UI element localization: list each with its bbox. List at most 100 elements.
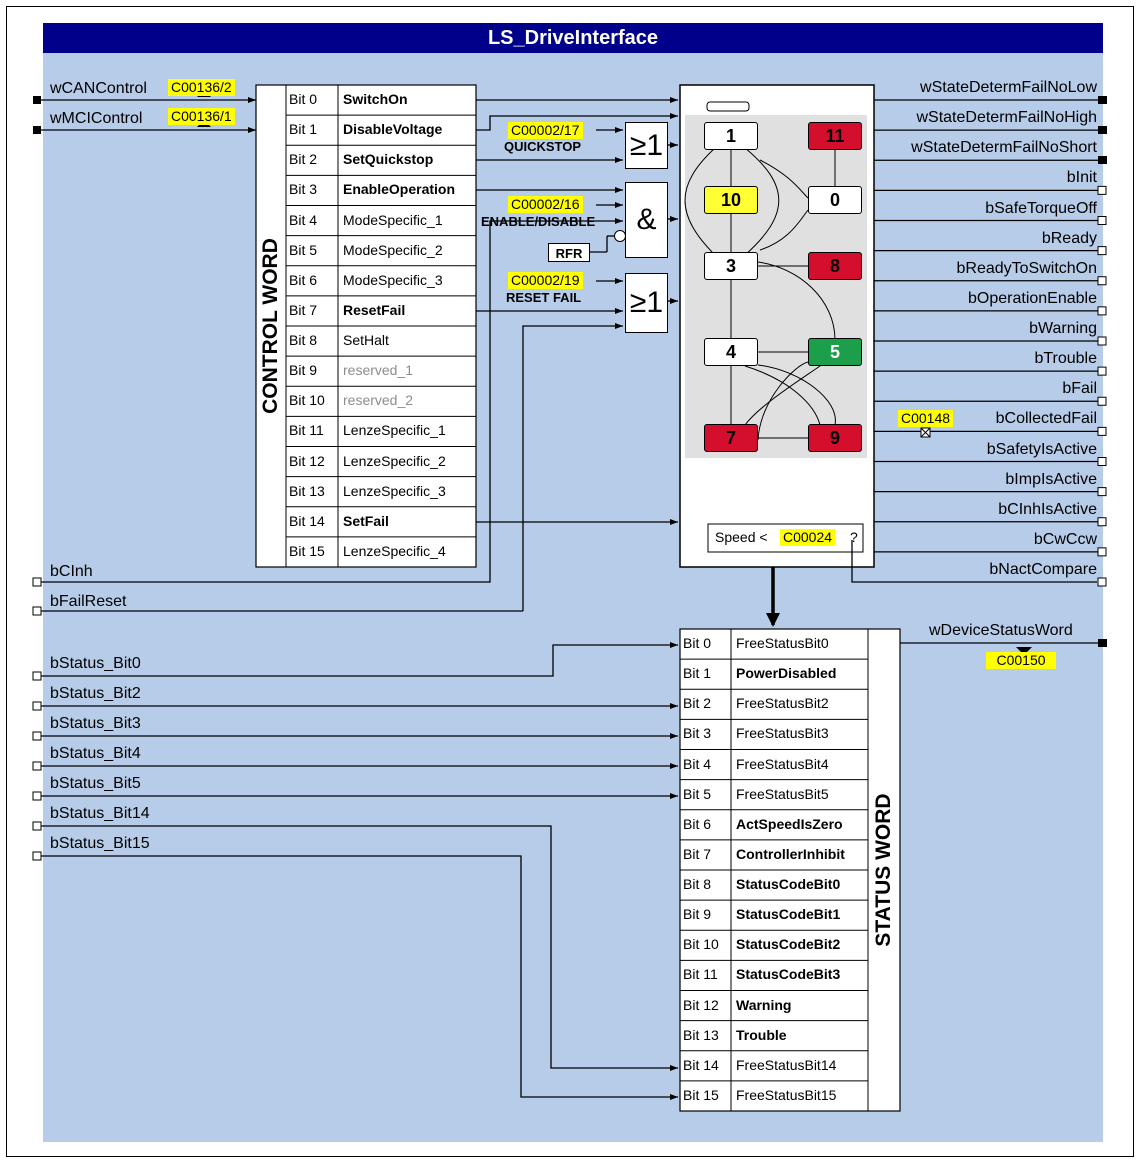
control-word-bit-name: LenzeSpecific_1 [343,422,446,439]
state-5: 5 [808,338,862,366]
output-connector [1097,396,1107,406]
status-word-bit: Bit 14 [683,1056,719,1073]
status-word-bit: Bit 12 [683,996,719,1013]
control-word-bit: Bit 4 [289,211,318,228]
input-connector [32,761,42,771]
input-label-bstatus-bit2: bStatus_Bit2 [50,685,141,702]
status-word-bit-name: StatusCodeBit1 [736,906,841,923]
control-word-bit: Bit 11 [289,422,324,439]
state-8: 8 [808,252,862,280]
control-word-bit-name: DisableVoltage [343,121,443,138]
enable-label: ENABLE/DISABLE [481,214,596,229]
output-label-bfail: bFail [1062,380,1097,398]
speed-compare-prefix: Speed < [715,529,768,545]
control-word-bit: Bit 9 [289,362,318,379]
or-gate-quickstop: ≥1 [625,122,668,169]
control-word-bit-name: SetFail [343,512,389,529]
control-word-row: Bit 12 LenzeSpecific_2 [286,447,476,477]
input-label-wmcicontrol: wMCIControl [50,110,143,127]
input-label-bstatus-bit15: bStatus_Bit15 [50,835,150,852]
control-word-bit: Bit 12 [289,452,325,469]
status-word-bit-name: FreeStatusBit4 [736,755,829,772]
status-word-bit: Bit 11 [683,966,718,983]
control-word-bit: Bit 2 [289,151,318,168]
status-word-bit-name: FreeStatusBit14 [736,1056,837,1073]
output-connector [1097,426,1107,436]
control-word-bit-name: SetHalt [343,332,389,348]
output-connector [1097,457,1107,466]
input-label-bfailreset: bFailReset [50,593,127,610]
state-3: 3 [704,252,758,280]
control-word-row: Bit 4 ModeSpecific_1 [286,206,476,236]
speed-compare-code: C00024 [780,529,836,546]
output-label-bcwccw: bCwCcw [1033,530,1097,548]
control-word-bit: Bit 6 [289,271,318,288]
control-word-bit: Bit 10 [289,392,325,409]
output-connector [1097,185,1107,195]
or-gate-reset: ≥1 [625,273,668,333]
status-word-row: Bit 10 StatusCodeBit2 [680,930,868,960]
control-word-bit-name: ModeSpecific_1 [343,211,443,228]
control-word-bit-name: SwitchOn [343,91,408,107]
output-label-breadytoswitchon: bReadyToSwitchOn [956,259,1097,277]
control-word-bit: Bit 1 [289,121,318,138]
control-word-row: Bit 7 ResetFail [286,296,476,326]
block-title: LS_DriveInterface [43,23,1103,53]
state-11: 11 [808,122,862,150]
output-label-wstatedetermfailnohigh: wStateDetermFailNoHigh [916,109,1097,127]
status-word-bit: Bit 1 [683,665,712,682]
output-label-bwarning: bWarning [1029,320,1097,337]
status-word-label: STATUS WORD [872,793,895,947]
control-word-bit-name: LenzeSpecific_2 [343,452,446,469]
output-connector [1097,306,1107,316]
diagram-background [43,53,1103,1142]
input-label-bstatus-bit14: bStatus_Bit14 [50,805,150,822]
status-word-bit-name: StatusCodeBit2 [736,936,841,953]
status-word-bit: Bit 3 [683,725,712,742]
status-word-block [679,628,901,1112]
input-connector [32,821,42,831]
status-word-row: Bit 14 FreeStatusBit14 [680,1051,868,1081]
control-word-bit: Bit 5 [289,241,318,258]
control-word-row: Bit 11 LenzeSpecific_1 [286,416,476,446]
output-label-bnactcompare: bNactCompare [989,561,1097,578]
input-connector [32,671,42,681]
control-word-bit: Bit 0 [289,91,318,107]
quickstop-label: QUICKSTOP [504,139,582,154]
input-label-bstatus-bit4: bStatus_Bit4 [50,745,141,762]
control-word-bit-name: ModeSpecific_2 [343,241,443,258]
control-word-bit: Bit 7 [289,301,318,318]
status-word-bit: Bit 2 [683,695,712,712]
output-label-binit: bInit [1066,169,1097,187]
state-9: 9 [808,424,862,452]
status-word-bit: Bit 0 [683,635,712,651]
status-word-bit: Bit 15 [683,1086,719,1103]
input-label-wcancontrol: wCANControl [50,80,147,97]
control-word-row: Bit 1 DisableVoltage [286,115,476,145]
output-connector [1097,577,1107,587]
output-label-wdevicestatusword: wDeviceStatusWord [929,622,1073,639]
input-connector [32,606,42,616]
code-wcancontrol: C00136/2 [168,79,235,96]
output-connector [1097,336,1107,346]
status-word-row: Bit 12 Warning [680,991,868,1021]
status-word-bit-name: Warning [736,996,792,1013]
output-connector [1097,276,1107,286]
input-connector [32,701,42,711]
output-label-bcollectedfail: bCollectedFail [995,410,1097,428]
status-word-bit-name: StatusCodeBit0 [736,876,841,892]
output-connector [1097,246,1107,256]
code-wdevicestatusword: C00150 [986,652,1056,669]
status-word-bit: Bit 10 [683,936,719,953]
control-word-bit-name: ResetFail [343,301,406,318]
output-label-wstatedetermfailnolow: wStateDetermFailNoLow [920,79,1097,96]
output-connector [1097,216,1107,225]
